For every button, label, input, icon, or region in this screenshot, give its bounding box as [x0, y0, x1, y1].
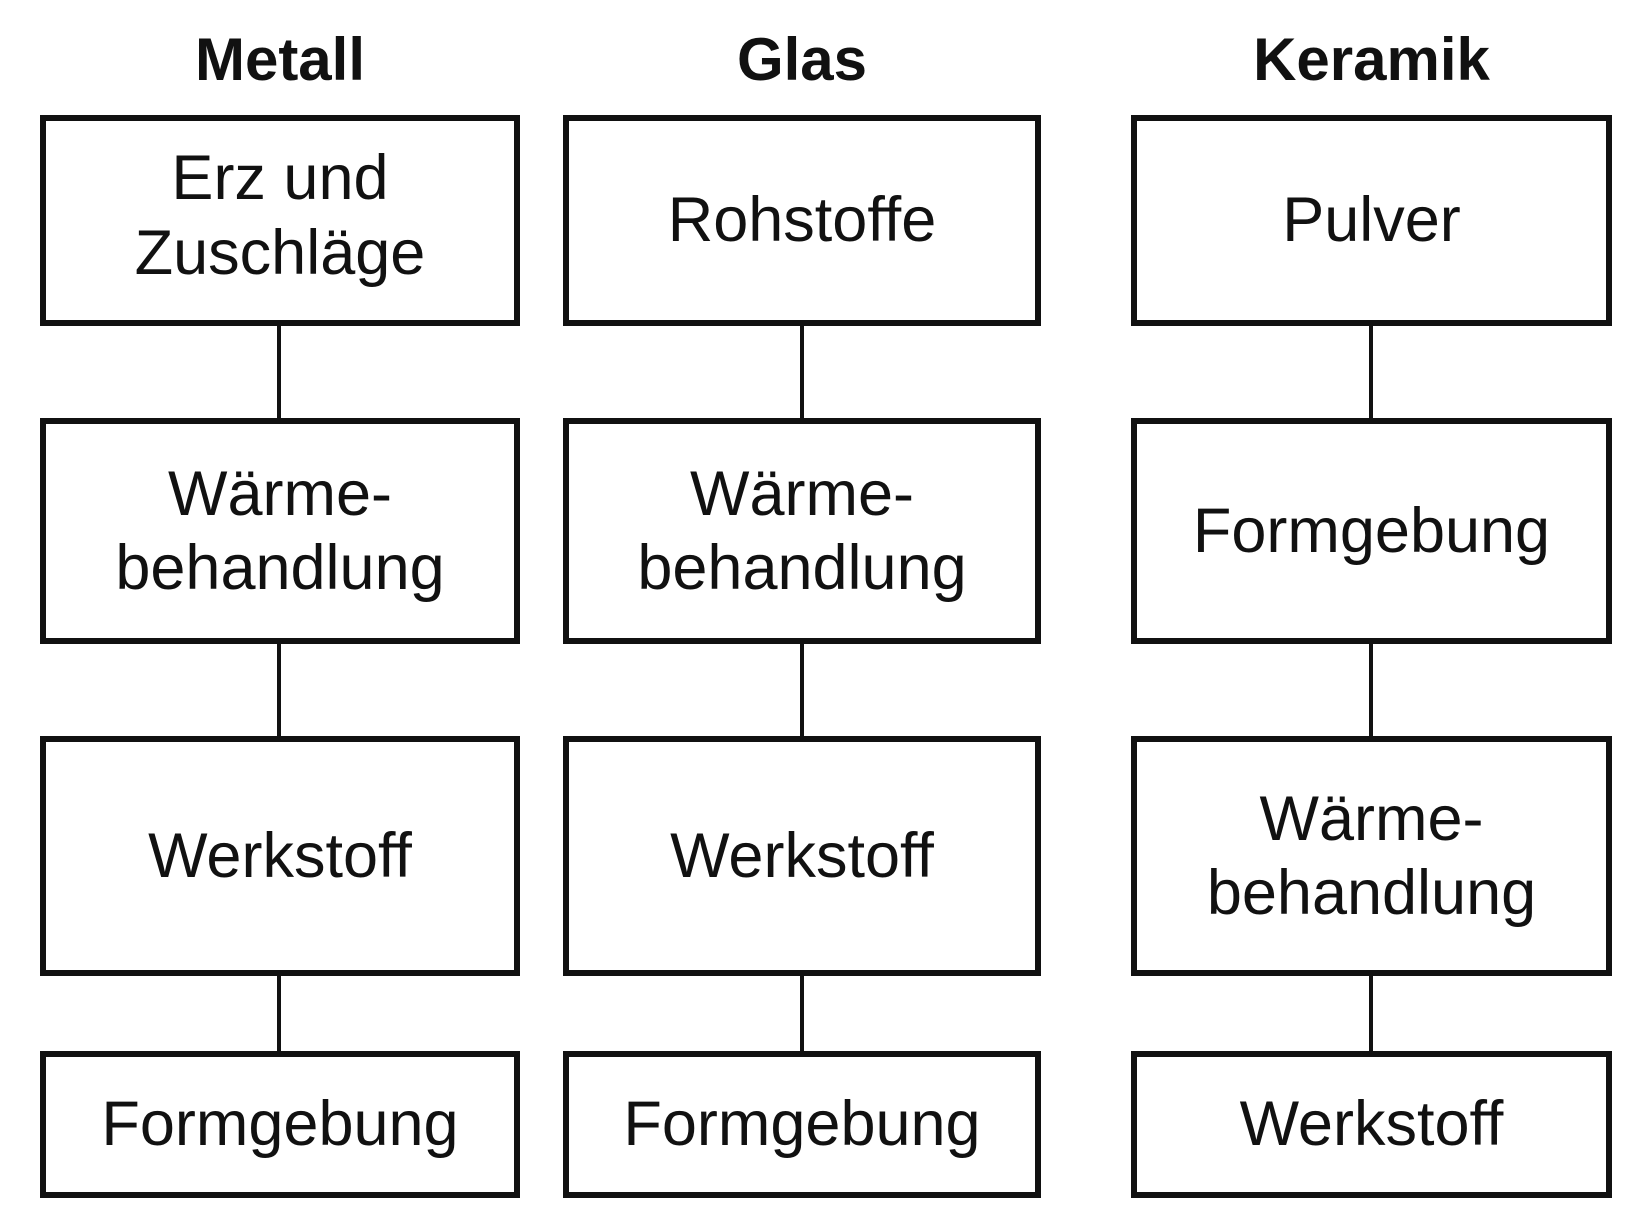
glas-step-4-box: Formgebung	[563, 1051, 1041, 1198]
keramik-connector-1	[1369, 326, 1373, 418]
keramik-step-2-label: Formgebung	[1192, 495, 1551, 566]
glas-step-4-label: Formgebung	[623, 1089, 981, 1160]
keramik-connector-3	[1369, 976, 1373, 1051]
glas-step-1-label: Rohstoffe	[667, 185, 937, 256]
metall-step-1-box: Erz und Zuschläge	[40, 115, 520, 326]
metall-connector-2	[277, 644, 281, 736]
keramik-step-3-label: Wärme- behandlung	[1206, 783, 1537, 928]
metall-connector-1	[277, 326, 281, 418]
metall-step-3-label: Werkstoff	[148, 820, 412, 891]
glas-step-1-box: Rohstoffe	[563, 115, 1041, 326]
metall-step-2-box: Wärme- behandlung	[40, 418, 520, 644]
column-title-metall: Metall	[194, 26, 366, 93]
column-title-glas: Glas	[736, 26, 868, 93]
metall-step-4-label: Formgebung	[101, 1089, 459, 1160]
glas-connector-3	[800, 976, 804, 1051]
glas-connector-2	[800, 644, 804, 736]
keramik-step-4-box: Werkstoff	[1131, 1051, 1612, 1198]
keramik-step-2-box: Formgebung	[1131, 418, 1612, 644]
glas-step-3-label: Werkstoff	[670, 820, 934, 891]
glas-step-3-box: Werkstoff	[563, 736, 1041, 976]
keramik-step-4-label: Werkstoff	[1239, 1089, 1504, 1160]
metall-step-3-box: Werkstoff	[40, 736, 520, 976]
glas-connector-1	[800, 326, 804, 418]
glas-step-2-box: Wärme- behandlung	[563, 418, 1041, 644]
column-title-keramik: Keramik	[1253, 26, 1490, 93]
metall-step-4-box: Formgebung	[40, 1051, 520, 1198]
keramik-connector-2	[1369, 644, 1373, 736]
glas-step-2-label: Wärme- behandlung	[637, 458, 967, 603]
keramik-step-1-box: Pulver	[1131, 115, 1612, 326]
metall-connector-3	[277, 976, 281, 1051]
metall-step-1-label: Erz und Zuschläge	[134, 143, 426, 288]
metall-step-2-label: Wärme- behandlung	[115, 458, 445, 603]
keramik-step-1-label: Pulver	[1282, 185, 1461, 256]
keramik-step-3-box: Wärme- behandlung	[1131, 736, 1612, 976]
